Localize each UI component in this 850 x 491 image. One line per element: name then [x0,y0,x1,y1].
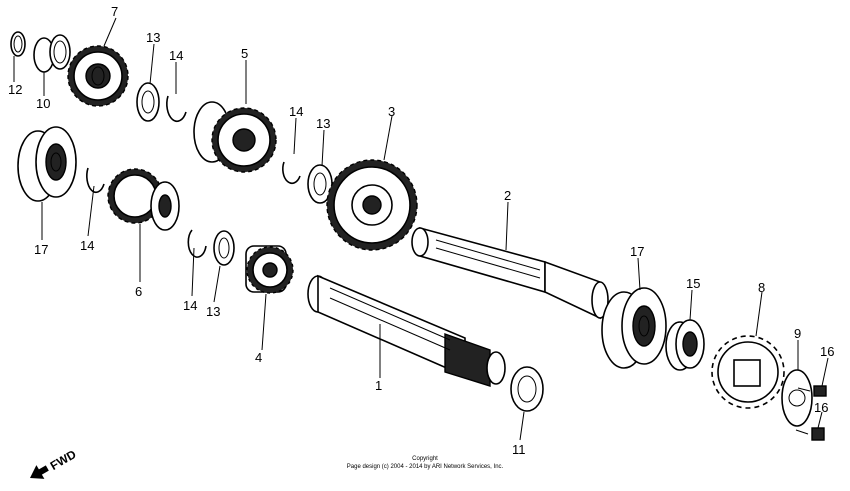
part-16-bolt[interactable] [797,385,827,397]
copyright-line-2: Page design (c) 2004 - 2014 by ARI Netwo… [347,464,504,470]
part-17-bearing[interactable] [17,126,77,202]
part-6-gear[interactable] [107,168,180,231]
label-7: 7 [111,4,118,19]
label-14: 14 [183,298,197,313]
part-10-collar[interactable] [33,34,71,73]
callout-labels: 12 10 7 13 14 5 14 13 3 2 17 14 6 14 13 … [8,4,834,457]
label-14: 14 [289,104,303,119]
part-13-washer[interactable] [136,82,160,122]
label-12: 12 [8,82,22,97]
label-11: 11 [512,442,526,457]
part-2-countershaft[interactable] [411,226,609,320]
label-4: 4 [255,350,262,365]
part-14-circlip[interactable] [86,167,105,194]
part-11-washer[interactable] [510,366,544,412]
fwd-label: FWD [48,447,79,473]
copyright-notice: Copyright Page design (c) 2004 - 2014 by… [347,456,504,470]
label-17: 17 [34,242,48,257]
part-14-circlip[interactable] [187,229,207,258]
label-15: 15 [686,276,700,291]
label-9: 9 [794,326,801,341]
part-4-gear[interactable] [245,245,294,294]
copyright-line-1: Copyright [412,456,438,462]
label-14: 14 [80,238,94,253]
fwd-arrow: FWD [30,447,79,479]
label-2: 2 [504,188,511,203]
part-14-circlip[interactable] [282,161,301,185]
arrow-left-icon [30,465,49,479]
label-6: 6 [135,284,142,299]
part-7-gear[interactable] [67,45,129,107]
label-13: 13 [146,30,160,45]
label-5: 5 [241,46,248,61]
part-12-washer[interactable] [10,31,26,57]
label-13: 13 [316,116,330,131]
part-13-washer[interactable] [213,230,235,266]
part-13-washer[interactable] [307,164,333,204]
label-16: 16 [820,344,834,359]
label-14: 14 [169,48,183,63]
label-10: 10 [36,96,50,111]
label-8: 8 [758,280,765,295]
part-15-oil-seal[interactable] [665,319,705,371]
part-17-bearing[interactable] [601,287,667,369]
part-3-gear[interactable] [326,159,418,251]
label-1: 1 [375,378,382,393]
label-17: 17 [630,244,644,259]
part-1-mainshaft[interactable] [307,274,506,387]
leader-lines [13,17,829,441]
part-14-circlip[interactable] [166,95,187,122]
label-13: 13 [206,304,220,319]
part-16-bolt[interactable] [795,427,825,441]
part-8-sprocket[interactable] [711,335,785,409]
label-3: 3 [388,104,395,119]
label-16: 16 [814,400,828,415]
part-9-fixing-plate[interactable] [781,369,813,427]
part-5-gear[interactable] [193,101,277,173]
